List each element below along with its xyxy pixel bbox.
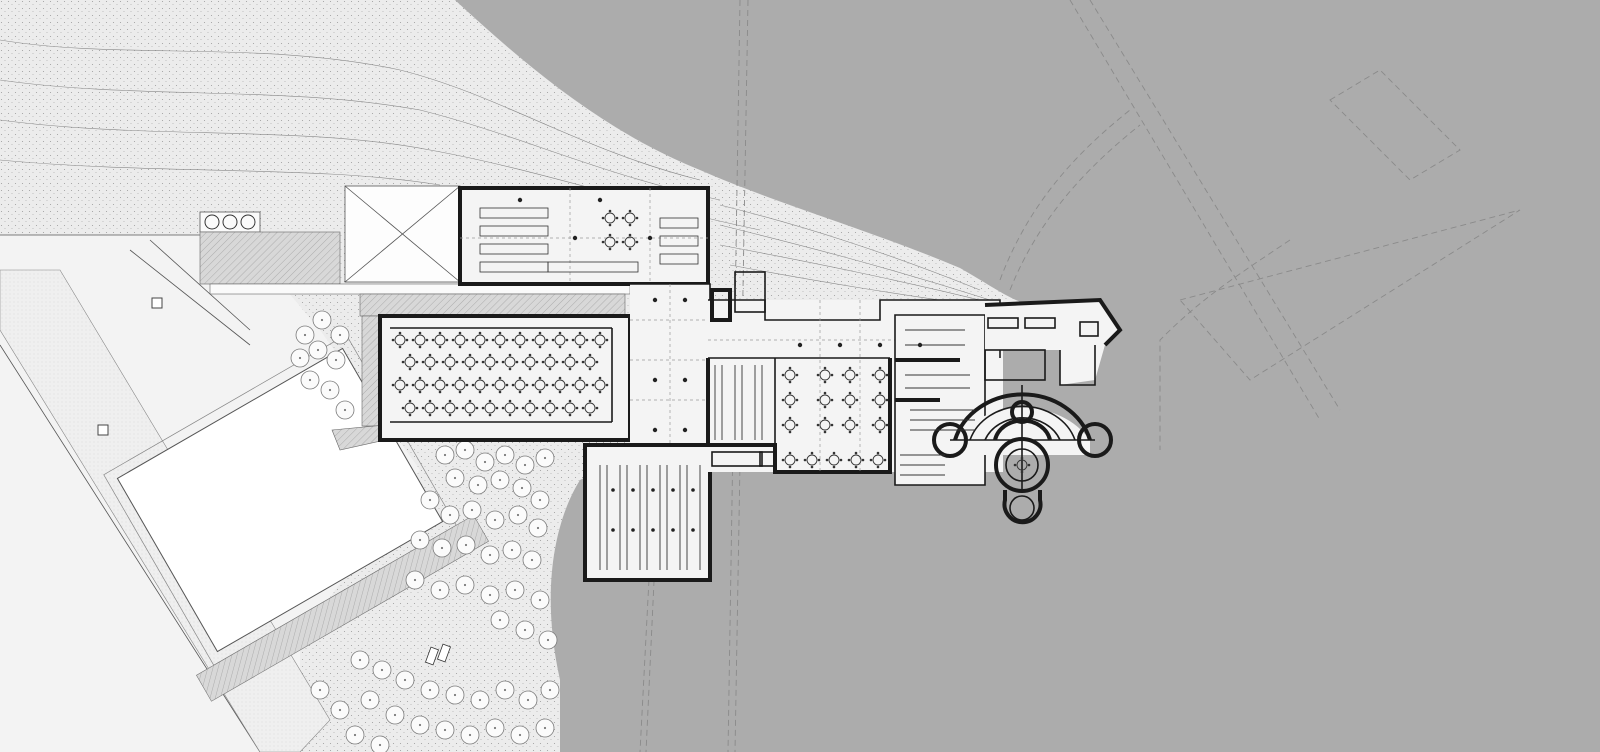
stair-core	[710, 271, 775, 467]
side-ramp	[361, 315, 381, 427]
stack-shelves	[599, 365, 763, 570]
rotunda	[932, 385, 1113, 525]
north-hall-tables	[479, 197, 699, 273]
stack-columns	[611, 488, 695, 532]
south-dining-hall	[378, 314, 632, 442]
tank-2	[222, 214, 238, 230]
tank-1	[204, 214, 220, 230]
east-wing	[894, 314, 986, 486]
central-lobby	[630, 283, 711, 455]
kiosk-box-2	[97, 424, 109, 436]
site-boundaries	[639, 0, 1521, 752]
building	[378, 186, 1123, 582]
terrace	[359, 293, 626, 317]
shore-wing	[984, 297, 1123, 386]
loading-dock	[344, 185, 461, 283]
tank-3	[240, 214, 256, 230]
east-shelves	[900, 329, 975, 476]
south-stack-wing	[583, 443, 712, 582]
parked-cars	[424, 643, 452, 666]
structural-columns	[652, 297, 923, 433]
kiosk-box	[151, 297, 163, 309]
service-yard	[199, 231, 341, 285]
furniture	[391, 197, 1031, 570]
